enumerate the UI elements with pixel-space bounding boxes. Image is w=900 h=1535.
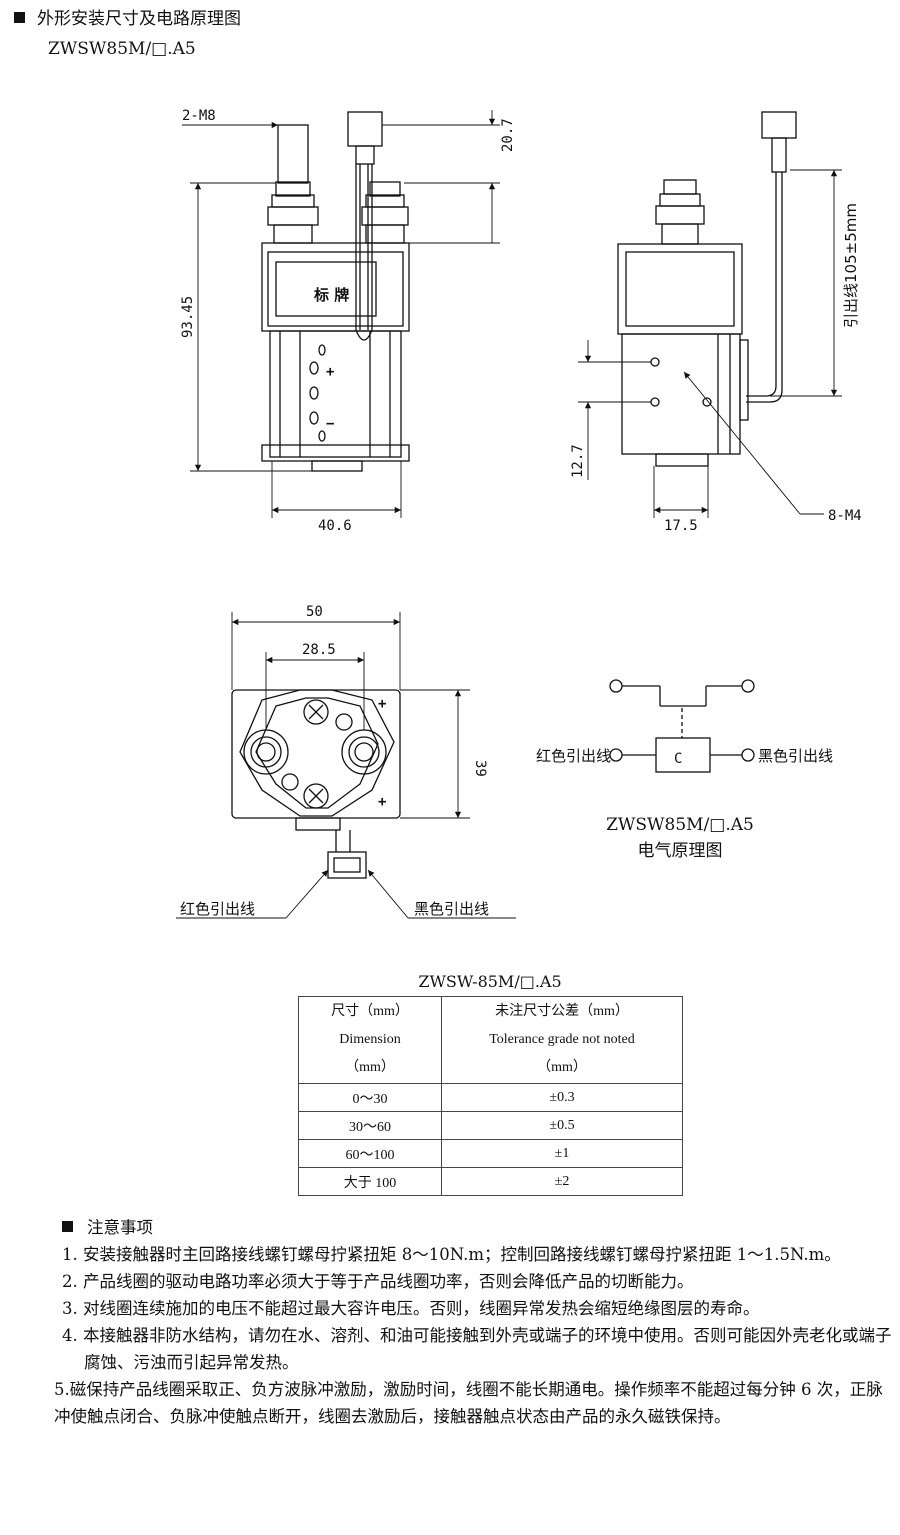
- note-item: 5.磁保持产品线圈采取正、负方波脉冲激励，激励时间，线圈不能长期通电。操作频率不…: [54, 1380, 883, 1426]
- header-tol-line: （mm）: [537, 1060, 587, 1075]
- bullet-square-icon: [62, 1221, 73, 1232]
- top-plus-a: +: [378, 696, 386, 712]
- table-cell-tol: ±1: [441, 1139, 683, 1168]
- tolerance-table: 尺寸（mm） Dimension （mm） 未注尺寸公差（mm） Toleran…: [298, 996, 683, 1196]
- table-cell-dim: 大于 100: [298, 1167, 442, 1196]
- notes-heading: 注意事项: [62, 1214, 892, 1241]
- header-dim-line: 尺寸（mm）: [331, 1004, 409, 1019]
- section-title-text: 外形安装尺寸及电路原理图: [37, 9, 241, 29]
- schem-red-lead-label: 红色引出线: [536, 747, 611, 765]
- top-red-lead-label: 红色引出线: [180, 900, 255, 918]
- table-cell-dim: 60～100: [298, 1139, 442, 1168]
- header-tolerance: 未注尺寸公差（mm） Tolerance grade not noted （mm…: [441, 996, 683, 1084]
- top-plus-b: +: [378, 794, 386, 810]
- schematic-model: ZWSW85M/□.A5: [606, 815, 754, 835]
- header-dim-line: Dimension: [339, 1032, 401, 1047]
- lead-length-label: 引出线105±5mm: [842, 203, 860, 328]
- nameplate-label: 标 牌: [313, 286, 349, 304]
- side-width-label: 17.5: [664, 518, 698, 534]
- table-row: 30～60 ±0.5: [298, 1111, 683, 1140]
- dim-connector-height-label: 20.7: [500, 118, 516, 152]
- notes-section: 注意事项 1. 安装接触器时主回路接线螺钉螺母拧紧扭矩 8～10N.m；控制回路…: [54, 1214, 892, 1430]
- header-tol-line: 未注尺寸公差（mm）: [495, 1004, 629, 1019]
- coil-label: C: [674, 751, 682, 767]
- table-cell-tol: ±0.3: [441, 1083, 683, 1112]
- table-cell-tol: ±2: [441, 1167, 683, 1196]
- table-row: 60～100 ±1: [298, 1139, 683, 1168]
- top-depth-label: 39: [472, 760, 488, 777]
- note-item: 4. 本接触器非防水结构，请勿在水、溶剂、和油可能接触到外壳或端子的环境中使用。…: [62, 1326, 892, 1372]
- plus-label: +: [326, 364, 334, 380]
- side-view: [578, 111, 842, 518]
- section-title: 外形安装尺寸及电路原理图: [14, 8, 241, 30]
- dim-width-label: 40.6: [318, 518, 352, 534]
- screw-label: 8-M4: [828, 508, 862, 524]
- note-item: 1. 安装接触器时主回路接线螺钉螺母拧紧扭矩 8～10N.m；控制回路接线螺钉螺…: [62, 1245, 841, 1264]
- note-item: 2. 产品线圈的驱动电路功率必须大于等于产品线圈功率，否则会降低产品的切断能力。: [62, 1272, 694, 1291]
- top-width-label: 50: [306, 604, 323, 620]
- schematic: [609, 679, 755, 773]
- schematic-title: 电气原理图: [637, 841, 723, 861]
- dim-terminal-label: 2-M8: [182, 108, 216, 124]
- table-cell-dim: 0～30: [298, 1083, 442, 1112]
- table-cell-dim: 30～60: [298, 1111, 442, 1140]
- table-title: ZWSW-85M/□.A5: [418, 972, 562, 991]
- table-row: 0～30 ±0.3: [298, 1083, 683, 1112]
- model-number: ZWSW85M/□.A5: [48, 39, 196, 59]
- notes-heading-text: 注意事项: [87, 1218, 153, 1237]
- header-tol-line: Tolerance grade not noted: [489, 1032, 635, 1047]
- bullet-square-icon: [14, 12, 25, 23]
- top-view: [176, 612, 516, 919]
- header-dimension: 尺寸（mm） Dimension （mm）: [298, 996, 442, 1084]
- note-item: 3. 对线圈连续施加的电压不能超过最大容许电压。否则，线圈异常发热会缩短绝缘图层…: [62, 1299, 760, 1318]
- side-height-label: 12.7: [570, 444, 586, 478]
- dim-total-height-label: 93.45: [180, 296, 196, 338]
- terminal-spacing-label: 28.5: [302, 642, 336, 658]
- table-cell-tol: ±0.5: [441, 1111, 683, 1140]
- minus-label: −: [326, 416, 334, 432]
- top-black-lead-label: 黑色引出线: [414, 900, 489, 918]
- front-view: [182, 110, 500, 518]
- table-header-row: 尺寸（mm） Dimension （mm） 未注尺寸公差（mm） Toleran…: [298, 996, 683, 1084]
- schem-black-lead-label: 黑色引出线: [758, 747, 833, 765]
- header-dim-line: （mm）: [345, 1060, 395, 1075]
- table-row: 大于 100 ±2: [298, 1167, 683, 1196]
